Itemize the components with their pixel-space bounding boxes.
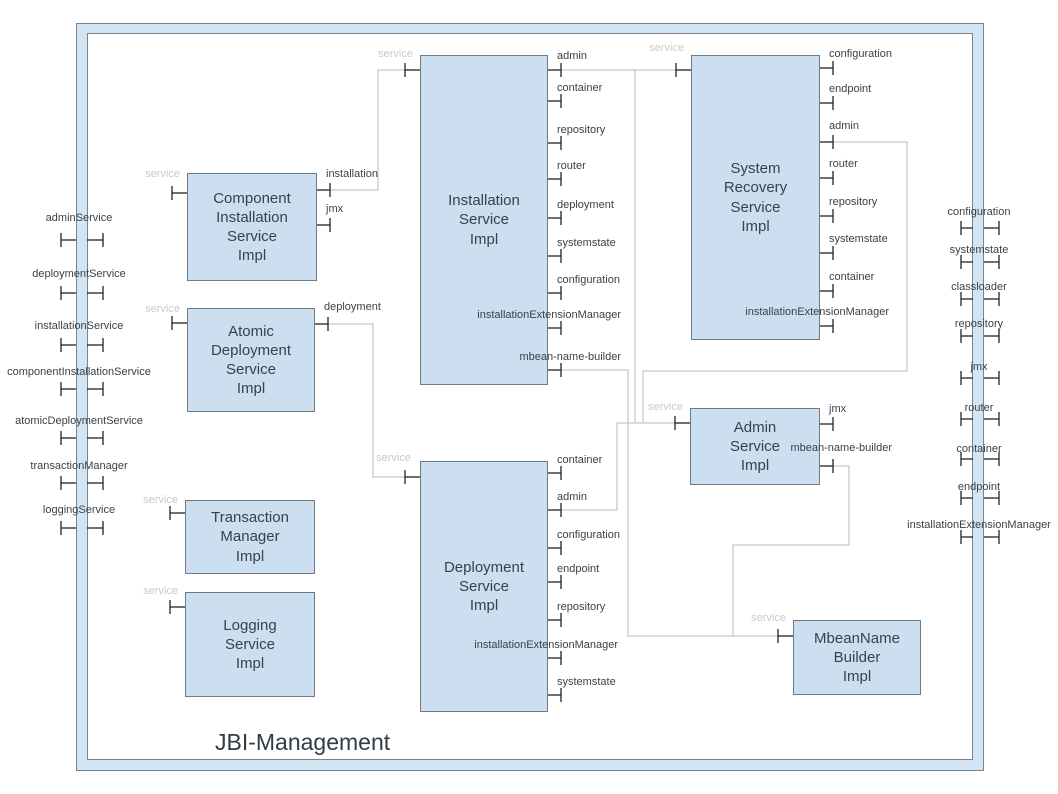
interface-label-classloader: classloader <box>951 281 1007 293</box>
component-label: Atomic Deployment Service Impl <box>210 322 292 398</box>
interface-label-installationExtensionManager: installationExtensionManager <box>907 519 1051 531</box>
port-label-repository: repository <box>557 124 606 136</box>
port-label-installationExtensionManager: installationExtensionManager <box>474 639 618 651</box>
port-label-service: service <box>378 48 413 60</box>
port-label-endpoint: endpoint <box>557 563 600 575</box>
interface-label-adminService: adminService <box>45 212 113 224</box>
component-atomic-deployment-service-impl[interactable]: Atomic Deployment Service Impl <box>187 308 315 412</box>
port-label-configuration: configuration <box>829 48 892 60</box>
port-label-deployment: deployment <box>324 301 381 313</box>
port-label-admin: admin <box>557 491 587 503</box>
port-label-jmx: jmx <box>326 203 344 215</box>
component-installation-service-impl[interactable]: Installation Service Impl <box>420 55 548 385</box>
interface-label-systemstate: systemstate <box>949 244 1009 256</box>
port-label-service: service <box>649 42 684 54</box>
port-label-systemstate: systemstate <box>829 233 888 245</box>
port-label-container: container <box>557 454 603 466</box>
port-label-configuration: configuration <box>557 529 620 541</box>
port-label-endpoint: endpoint <box>829 83 872 95</box>
component-label: Installation Service Impl <box>448 192 520 248</box>
port-label-deployment: deployment <box>557 199 614 211</box>
port-label-router: router <box>557 160 586 172</box>
component-label: System Recovery Service Impl <box>723 160 788 235</box>
port-label-mbean-name-builder: mbean-name-builder <box>519 351 622 363</box>
port-label-admin: admin <box>829 120 859 132</box>
component-mbeanname-builder-impl[interactable]: MbeanName Builder Impl <box>793 620 921 695</box>
port-label-installationExtensionManager: installationExtensionManager <box>745 306 889 318</box>
interface-label-deploymentService: deploymentService <box>32 268 126 280</box>
port-label-repository: repository <box>829 196 878 208</box>
port-label-service: service <box>751 612 786 624</box>
interface-label-loggingService: loggingService <box>42 504 116 516</box>
interface-label-jmx: jmx <box>970 361 988 373</box>
port-label-configuration: configuration <box>557 274 620 286</box>
port-label-service: service <box>145 168 180 180</box>
port-label-router: router <box>829 158 858 170</box>
interface-label-componentInstallationService: componentInstallationService <box>7 366 151 378</box>
interface-label-endpoint: endpoint <box>957 481 1001 493</box>
port-label-installation: installation <box>326 168 378 180</box>
port-label-admin: admin <box>557 50 587 62</box>
port-label-service: service <box>648 401 683 413</box>
port-label-container: container <box>557 82 603 94</box>
component-transaction-manager-impl[interactable]: Transaction Manager Impl <box>185 500 315 574</box>
component-label: Component Installation Service Impl <box>213 189 291 265</box>
port-label-jmx: jmx <box>829 403 847 415</box>
component-admin-service-impl[interactable]: Admin Service Impl <box>690 408 820 485</box>
component-system-recovery-service-impl[interactable]: System Recovery Service Impl <box>691 55 820 340</box>
port-label-repository: repository <box>557 601 606 613</box>
component-label: Deployment Service Impl <box>443 558 525 615</box>
component-label: Transaction Manager Impl <box>211 509 289 565</box>
diagram-title: JBI-Management <box>215 729 391 755</box>
port-label-installationExtensionManager: installationExtensionManager <box>477 309 621 321</box>
interface-label-atomicDeploymentService: atomicDeploymentService <box>15 415 143 427</box>
interface-label-repository: repository <box>954 318 1004 330</box>
port-label-service: service <box>145 303 180 315</box>
component-label: MbeanName Builder Impl <box>814 629 900 686</box>
port-label-service: service <box>143 494 178 506</box>
interface-label-configuration: configuration <box>947 206 1011 218</box>
component-label: Admin Service Impl <box>729 418 781 475</box>
component-deployment-service-impl[interactable]: Deployment Service Impl <box>420 461 548 712</box>
interface-label-installationService: installationService <box>34 320 124 332</box>
port-label-systemstate: systemstate <box>557 237 616 249</box>
component-component-installation-service-impl[interactable]: Component Installation Service Impl <box>187 173 317 281</box>
port-label-container: container <box>829 271 875 283</box>
port-label-service: service <box>143 585 178 597</box>
interface-label-transactionManager: transactionManager <box>30 460 128 472</box>
port-label-systemstate: systemstate <box>557 676 616 688</box>
component-label: Logging Service Impl <box>223 616 277 673</box>
component-logging-service-impl[interactable]: Logging Service Impl <box>185 592 315 697</box>
interface-label-router: router <box>964 402 994 414</box>
port-label-mbean-name-builder: mbean-name-builder <box>790 442 893 454</box>
port-label-service: service <box>376 452 411 464</box>
interface-label-container: container <box>956 443 1002 455</box>
